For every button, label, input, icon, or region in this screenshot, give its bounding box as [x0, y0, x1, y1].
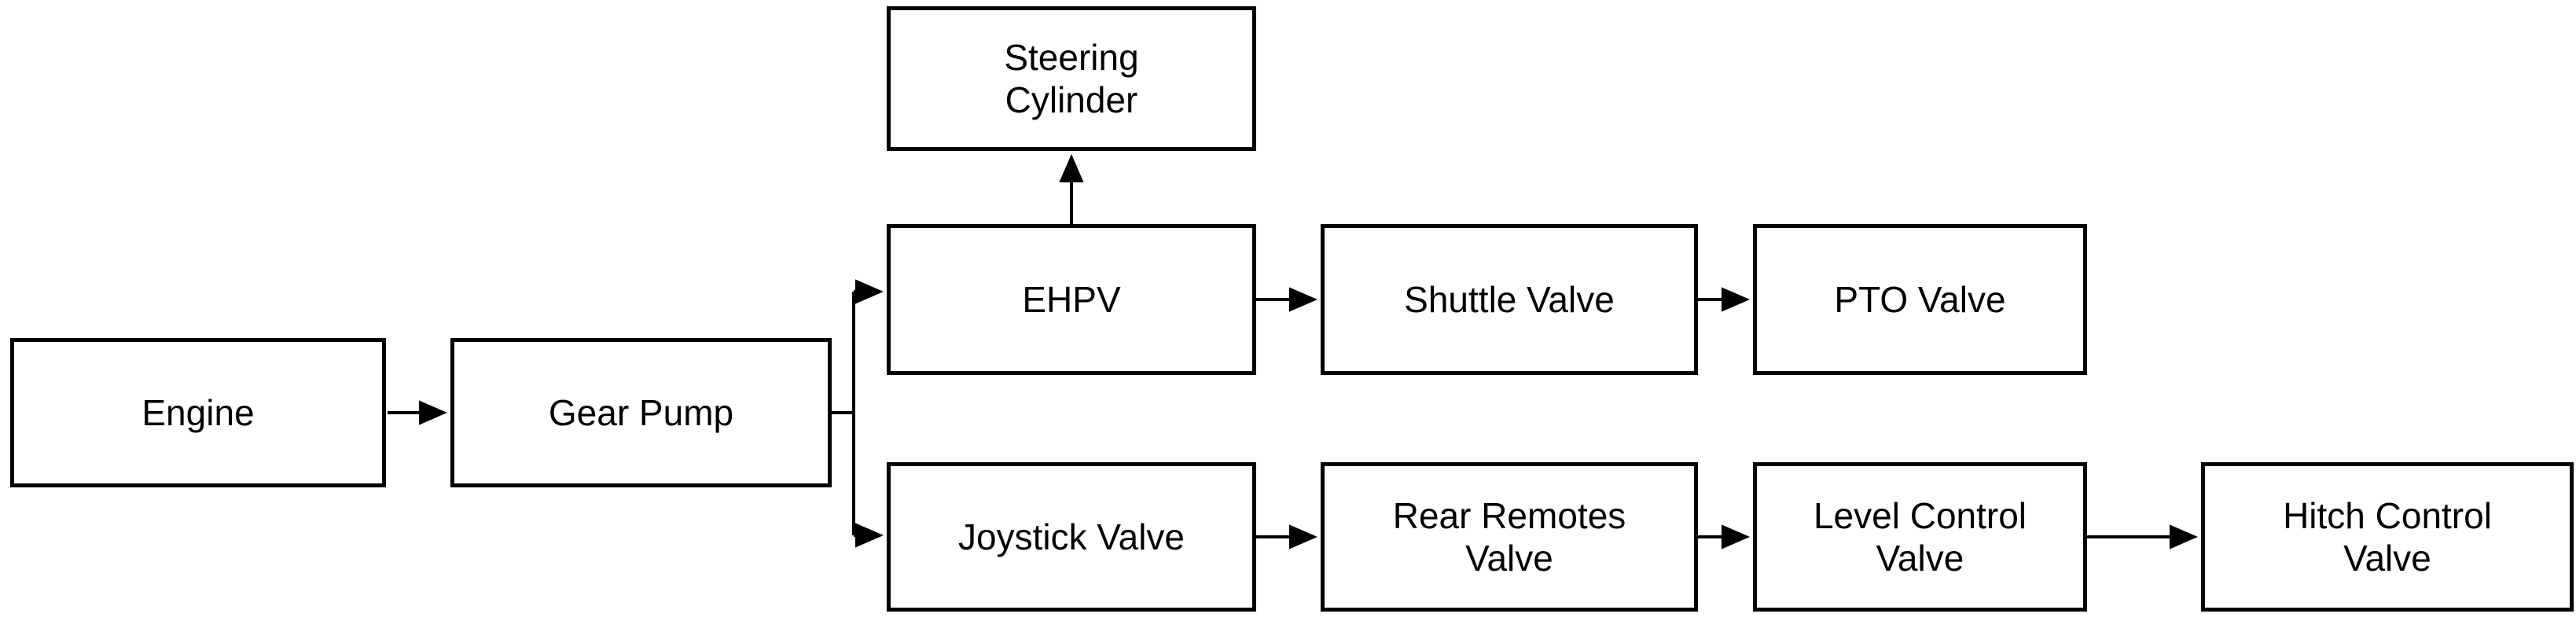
node-steering-cylinder[interactable]: Steering Cylinder — [887, 6, 1256, 151]
node-engine[interactable]: Engine — [10, 338, 386, 487]
node-gear-pump[interactable]: Gear Pump — [450, 338, 832, 487]
node-shuttle-valve[interactable]: Shuttle Valve — [1321, 224, 1698, 375]
node-joystick-valve[interactable]: Joystick Valve — [887, 462, 1256, 612]
connector-gear-pump-split — [832, 292, 855, 535]
node-level-control-valve[interactable]: Level Control Valve — [1753, 462, 2087, 612]
node-ehpv[interactable]: EHPV — [887, 224, 1256, 375]
node-hitch-control-valve[interactable]: Hitch Control Valve — [2201, 462, 2574, 612]
node-pto-valve[interactable]: PTO Valve — [1753, 224, 2087, 375]
node-rear-remotes-valve[interactable]: Rear Remotes Valve — [1321, 462, 1698, 612]
